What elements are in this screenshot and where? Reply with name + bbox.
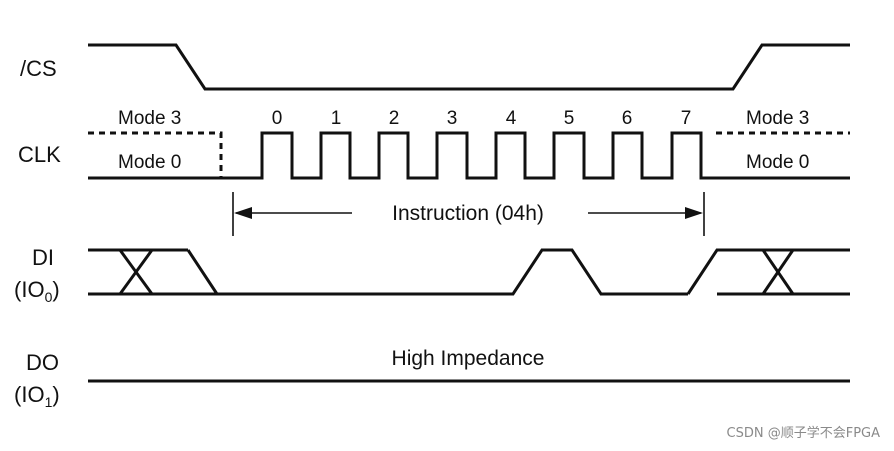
- cs-signal-label: /CS: [20, 56, 57, 81]
- do-io-suffix: ): [52, 382, 59, 407]
- clock-index: 7: [681, 108, 692, 129]
- clock-index: 1: [331, 108, 342, 129]
- clock-index: 0: [272, 108, 283, 129]
- clk-mode0-left-label: Mode 0: [118, 152, 181, 173]
- clk-signal-label: CLK: [18, 142, 61, 167]
- clock-index: 6: [622, 108, 633, 129]
- di-waveform: [88, 248, 850, 296]
- di-signal-label: DI: [32, 245, 54, 270]
- cs-waveform: [88, 43, 850, 91]
- do-io-index: 1: [45, 394, 53, 410]
- clk-mode3-left-dashed: [88, 131, 223, 178]
- instruction-label: Instruction (04h): [392, 202, 544, 225]
- di-data-line: [186, 248, 688, 296]
- di-crossing-a: [88, 249, 154, 296]
- clk-waveform: [88, 131, 850, 180]
- do-io-label: (IO1): [14, 382, 60, 410]
- clk-mode3-right-label: Mode 3: [746, 108, 809, 129]
- do-signal-label: DO: [26, 350, 59, 375]
- di-io-suffix: ): [52, 277, 59, 302]
- clock-indices: 0 1 2 3 4 5 6 7: [272, 108, 692, 129]
- arrow-left-icon: [234, 207, 252, 219]
- arrow-right-icon: [685, 207, 703, 219]
- di-io-index: 0: [45, 289, 53, 305]
- clk-mode3-left-label: Mode 3: [118, 108, 181, 129]
- do-state-label: High Impedance: [392, 347, 545, 370]
- di-io-label: (IO0): [14, 277, 60, 305]
- clock-index: 5: [564, 108, 575, 129]
- clock-index: 2: [389, 108, 400, 129]
- do-io-prefix: (IO: [14, 382, 45, 407]
- clock-index: 3: [447, 108, 458, 129]
- di-crossing-d: [761, 249, 795, 295]
- clk-mode0-right-label: Mode 0: [746, 152, 809, 173]
- watermark: CSDN @顺子学不会FPGA: [727, 425, 881, 441]
- di-crossing-b: [118, 249, 154, 295]
- di-bus-top-right: [686, 248, 850, 295]
- clock-index: 4: [506, 108, 517, 129]
- di-io-prefix: (IO: [14, 277, 45, 302]
